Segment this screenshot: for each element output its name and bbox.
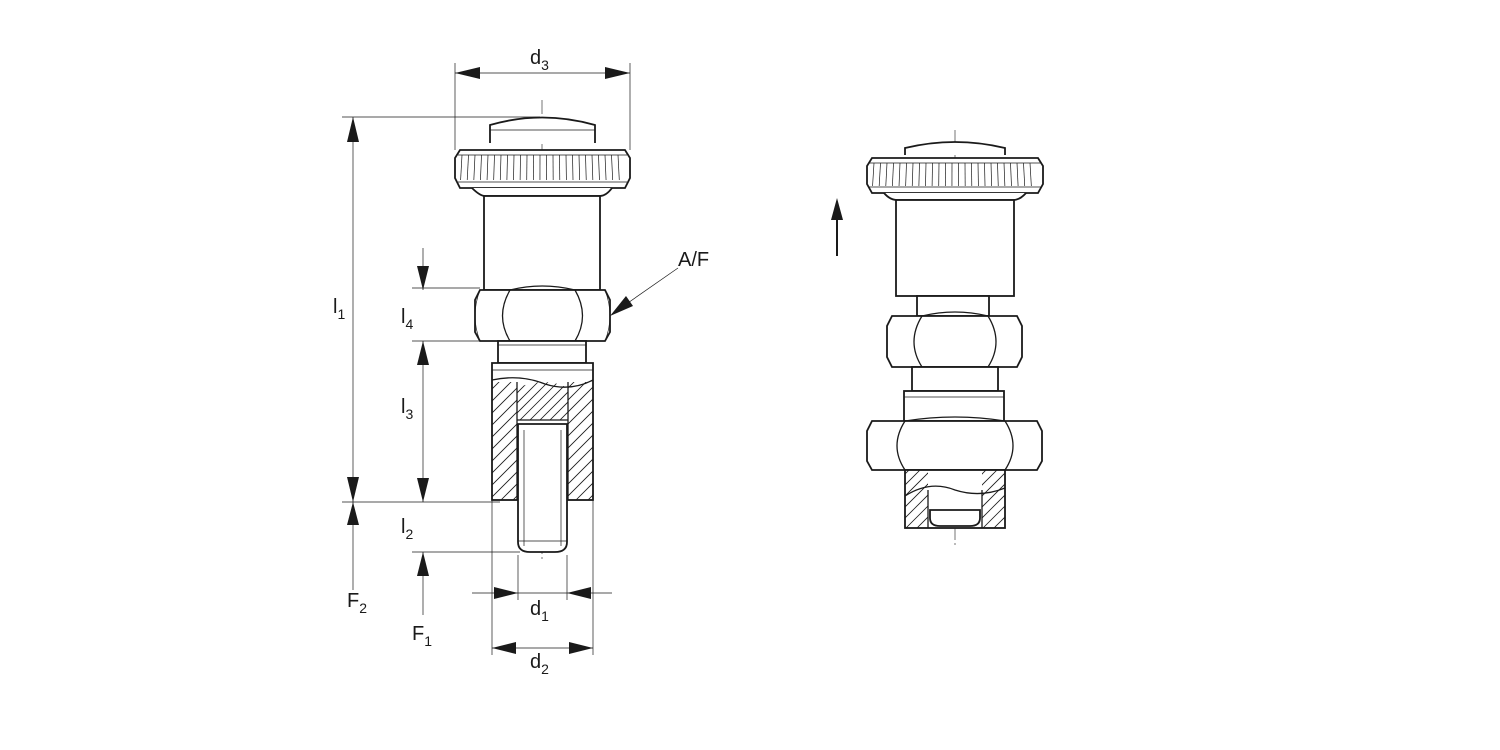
plunger-right-view — [831, 130, 1044, 545]
knurled-knob-right — [866, 157, 1044, 201]
knurled-knob — [454, 149, 631, 197]
plunger-sleeve-right — [895, 199, 1015, 297]
threaded-body-section-right — [904, 469, 1006, 529]
label-l2: l2 — [401, 516, 413, 542]
dimension-l4 — [412, 248, 480, 365]
dimension-l2 — [412, 551, 520, 615]
label-l3: l3 — [401, 396, 413, 422]
dimension-l1 — [342, 116, 540, 590]
label-l1: l1 — [333, 296, 345, 322]
thread-collar — [497, 340, 587, 364]
label-af: A/F — [678, 249, 709, 271]
label-f2: F2 — [347, 590, 367, 616]
plunger-sleeve — [483, 195, 601, 291]
hex-nut-right-lower — [866, 416, 1043, 475]
label-d2: d2 — [530, 651, 549, 677]
dimension-d1 — [472, 555, 612, 600]
label-d1: d1 — [530, 598, 549, 624]
label-l4: l4 — [401, 306, 413, 332]
hex-nut-left — [474, 285, 611, 346]
dimension-d3 — [454, 63, 631, 150]
hex-nut-right-upper — [886, 311, 1023, 372]
arrow-up-icon — [831, 198, 843, 256]
label-d3: d3 — [530, 47, 549, 73]
plunger-pin — [517, 423, 568, 553]
dimension-d2 — [491, 500, 594, 655]
dimension-l3 — [417, 341, 429, 502]
plunger-left-view: d3 l1 l4 l3 l2 F2 F1 d1 d2 A/F — [333, 47, 709, 677]
leader-af — [610, 267, 679, 316]
knob-dome-right — [904, 141, 1006, 155]
label-f1: F1 — [412, 623, 432, 649]
